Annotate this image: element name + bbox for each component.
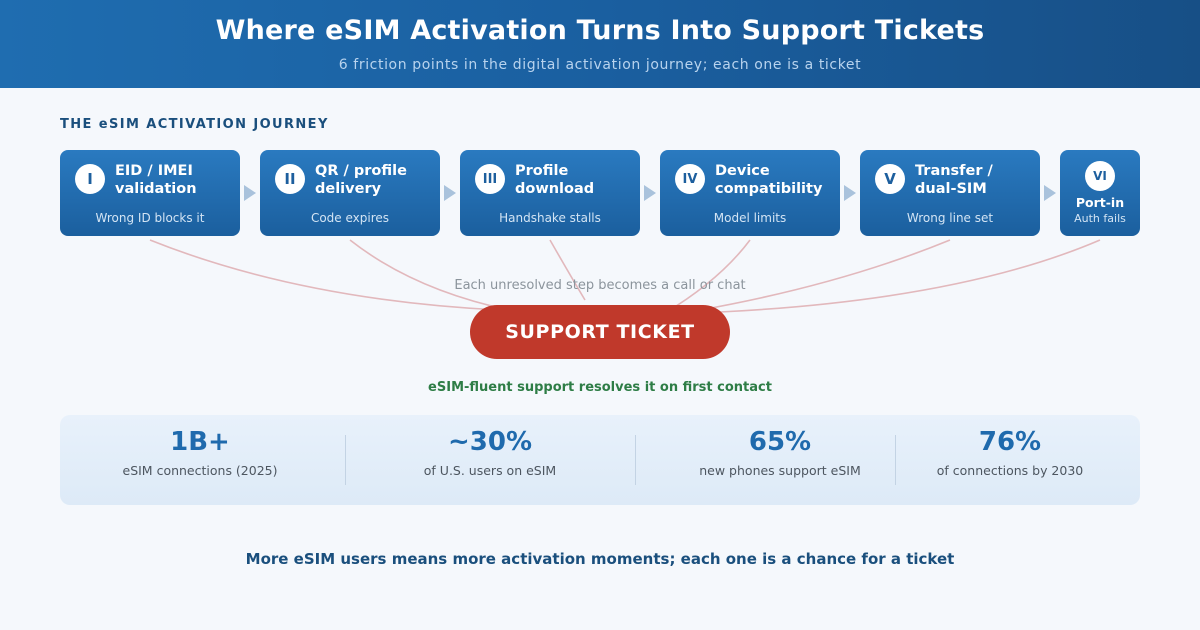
step-numeral-badge: VI [1085, 161, 1115, 191]
step-title: Profile download [515, 163, 595, 197]
journey-step-6: VI Port-in Auth fails [1060, 150, 1140, 236]
journey-section-label: THE eSIM ACTIVATION JOURNEY [60, 117, 329, 132]
footer-note: More eSIM users means more activation mo… [245, 550, 955, 568]
page-title: Where eSIM Activation Turns Into Support… [215, 15, 985, 46]
arrow-right-icon [444, 185, 456, 201]
connector-caption: Each unresolved step becomes a call or c… [454, 278, 746, 293]
step-numeral-badge: I [75, 164, 105, 194]
page-subtitle: 6 friction points in the digital activat… [338, 57, 862, 73]
step-issue: Model limits [713, 211, 787, 225]
stat-value: 65% [748, 427, 812, 457]
stat-value: ~30% [447, 427, 533, 457]
connector-line-6 [719, 239, 1101, 313]
arrow-right-icon [844, 185, 856, 201]
arrow-right-icon [1044, 185, 1056, 201]
support-ticket-pill: SUPPORT TICKET [470, 305, 730, 359]
stat-divider [635, 435, 636, 485]
journey-step-3: III Profile download Handshake stalls [460, 150, 640, 236]
stat-divider [345, 435, 346, 485]
stat-label: of connections by 2030 [936, 463, 1084, 478]
journey-step-5: V Transfer / dual-SIM Wrong line set [860, 150, 1040, 236]
stat-us-users: ~30% of U.S. users on eSIM [350, 415, 630, 505]
stat-label: new phones support eSIM [699, 463, 861, 478]
step-numeral-badge: II [275, 164, 305, 194]
journey-step-2: II QR / profile delivery Code expires [260, 150, 440, 236]
step-title: Port-in [1075, 195, 1125, 210]
step-issue: Auth fails [1074, 212, 1126, 225]
stat-divider [895, 435, 896, 485]
journey-step-4: IV Device compatibility Model limits [660, 150, 840, 236]
stat-value: 1B+ [170, 427, 230, 457]
resolution-note: eSIM-fluent support resolves it on first… [428, 380, 772, 395]
step-title: Transfer / dual-SIM [915, 163, 993, 197]
connector-line-4 [664, 239, 751, 314]
step-numeral-badge: IV [675, 164, 705, 194]
step-title: Device compatibility [715, 163, 823, 197]
stat-label: of U.S. users on eSIM [423, 463, 557, 478]
step-numeral-badge: V [875, 164, 905, 194]
step-title: EID / IMEI validation [115, 163, 197, 197]
stat-new-phones: 65% new phones support eSIM [660, 415, 900, 505]
step-numeral-badge: III [475, 164, 505, 194]
step-issue: Code expires [310, 211, 390, 225]
step-title: QR / profile delivery [315, 163, 407, 197]
connector-line-3 [549, 239, 586, 301]
step-issue: Wrong ID blocks it [95, 211, 205, 225]
connector-line-2 [349, 239, 531, 315]
journey-step-1: I EID / IMEI validation Wrong ID blocks … [60, 150, 240, 236]
arrow-right-icon [244, 185, 256, 201]
connector-line-1 [149, 239, 501, 311]
stat-esim-connections: 1B+ eSIM connections (2025) [60, 415, 340, 505]
step-issue: Handshake stalls [499, 211, 601, 225]
stat-connections-2030: 76% of connections by 2030 [900, 415, 1120, 505]
stat-label: eSIM connections (2025) [122, 463, 278, 478]
step-issue: Wrong line set [906, 211, 994, 225]
header-banner: Where eSIM Activation Turns Into Support… [0, 0, 1200, 88]
connector-line-5 [699, 239, 951, 311]
stats-panel: 1B+ eSIM connections (2025) ~30% of U.S.… [60, 415, 1140, 505]
stat-value: 76% [978, 427, 1042, 457]
arrow-right-icon [644, 185, 656, 201]
